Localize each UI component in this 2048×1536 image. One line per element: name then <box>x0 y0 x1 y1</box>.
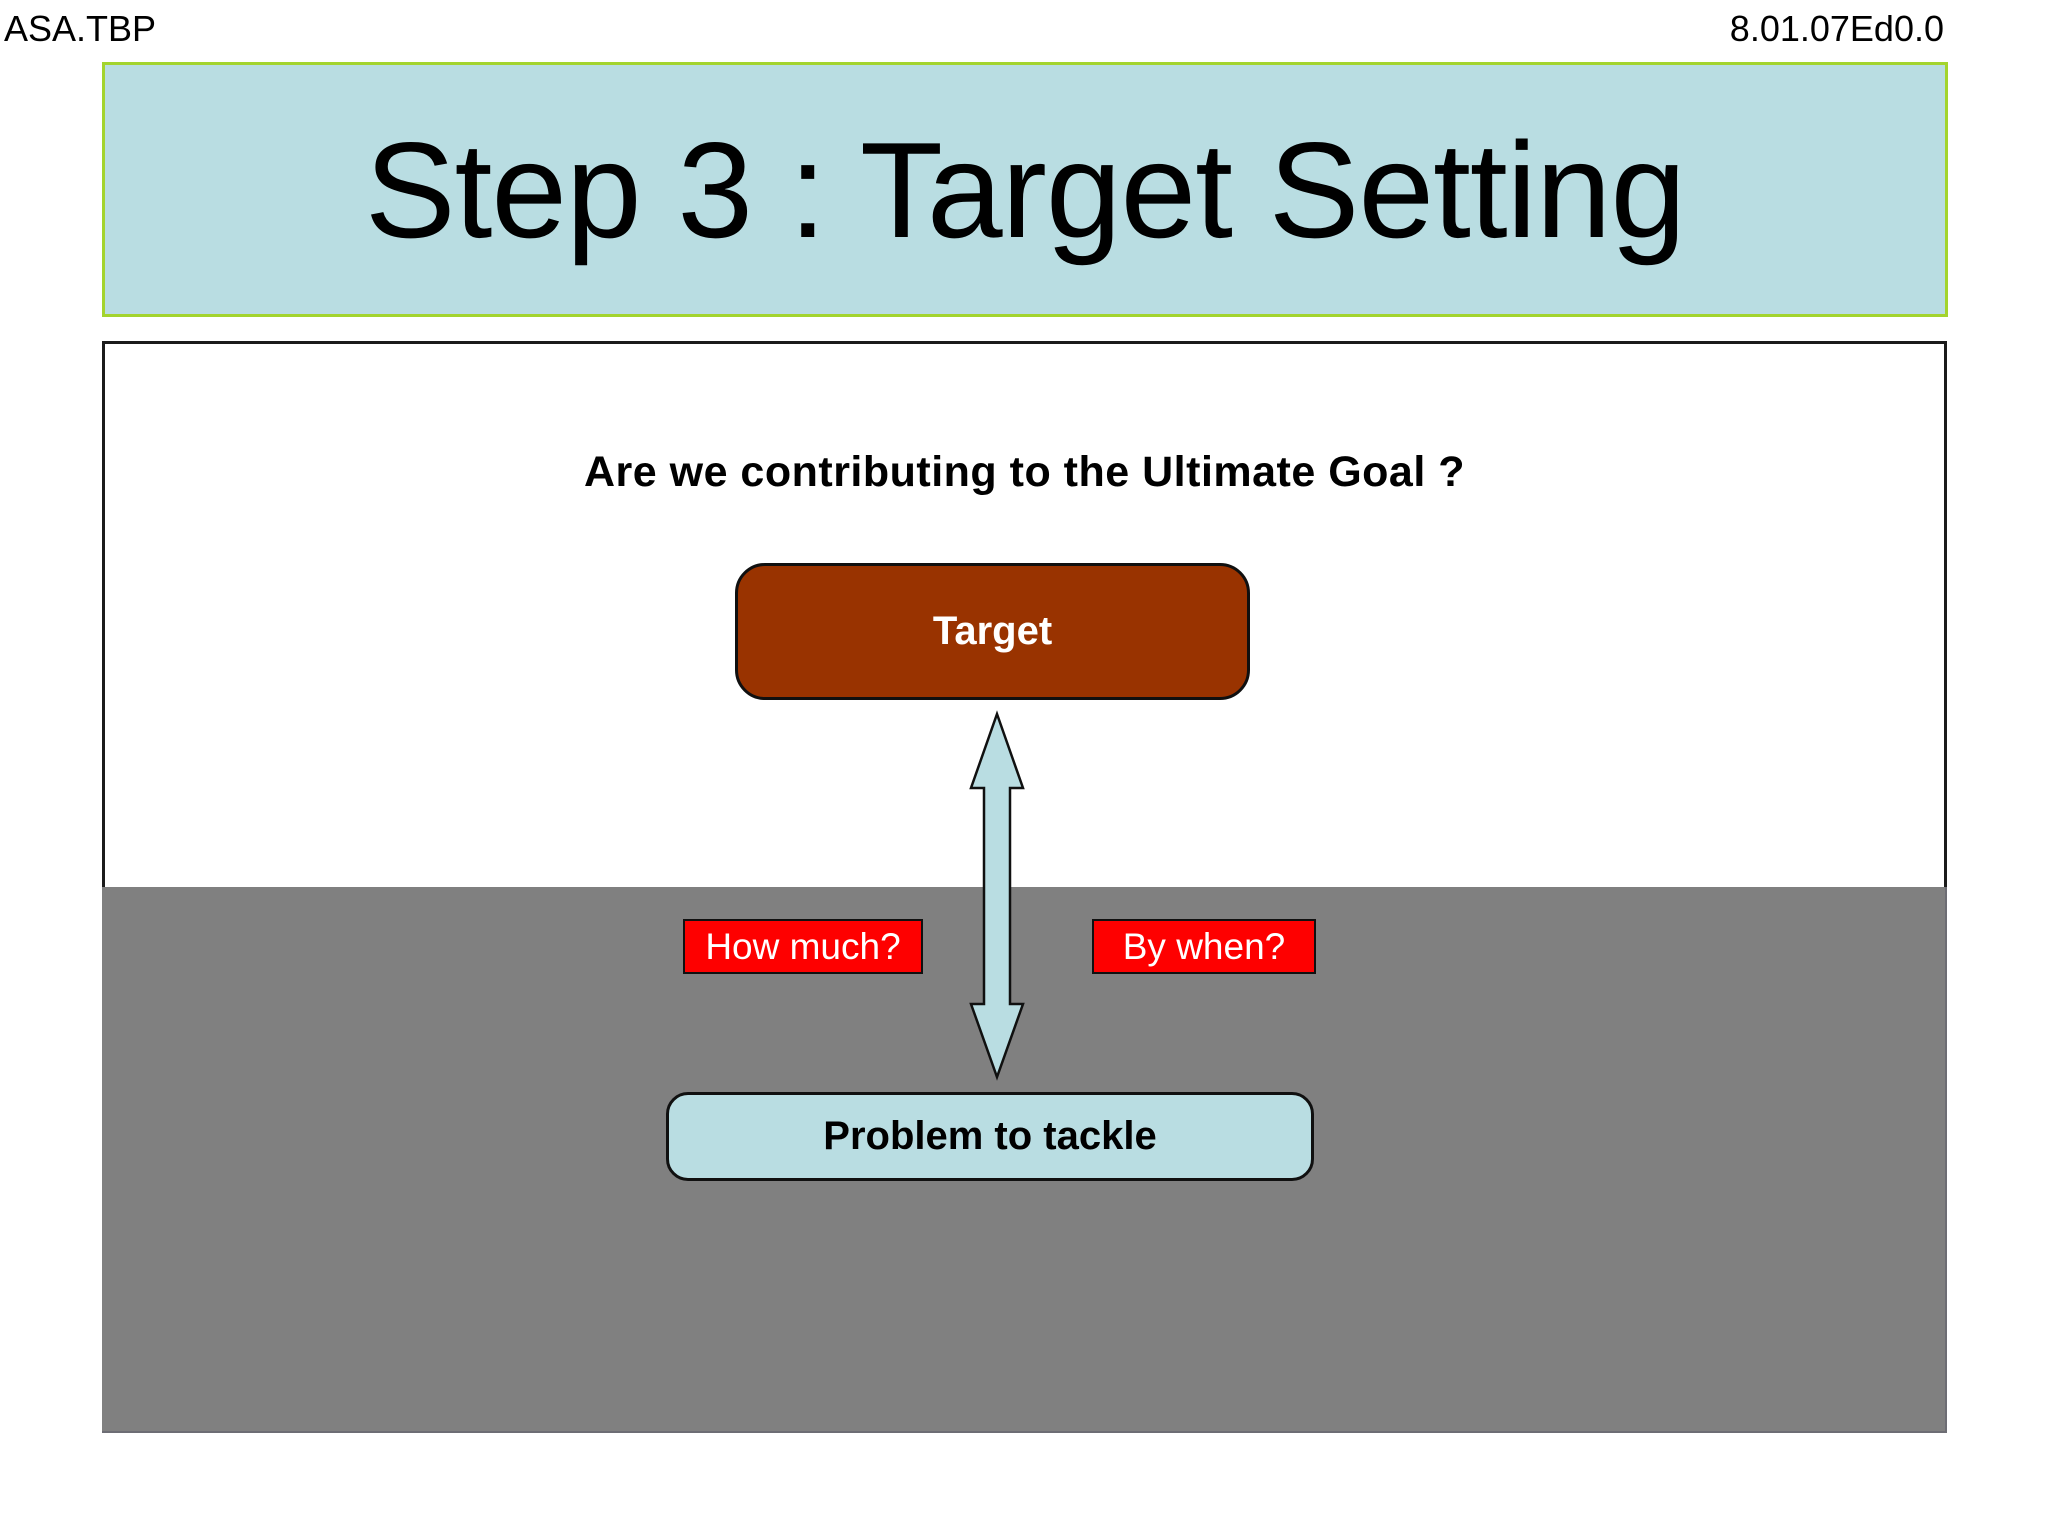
by-when-label: By when? <box>1122 925 1286 967</box>
how-much-box: How much? <box>683 919 923 974</box>
document-code-right: 8.01.07Ed0.0 <box>1729 8 1944 49</box>
double-vertical-arrow-icon <box>940 705 1054 1085</box>
title-bar: Step 3 : Target Setting <box>102 62 1948 317</box>
slide-title: Step 3 : Target Setting <box>364 113 1686 266</box>
problem-to-tackle-label: Problem to tackle <box>823 1114 1157 1158</box>
document-code-left: ASA.TBP <box>4 8 157 49</box>
ultimate-goal-question: Are we contributing to the Ultimate Goal… <box>583 448 1466 496</box>
target-box-label: Target <box>932 609 1053 653</box>
problem-to-tackle-box: Problem to tackle <box>666 1092 1314 1181</box>
how-much-label: How much? <box>705 925 901 967</box>
by-when-box: By when? <box>1092 919 1316 974</box>
target-box: Target <box>735 563 1250 700</box>
